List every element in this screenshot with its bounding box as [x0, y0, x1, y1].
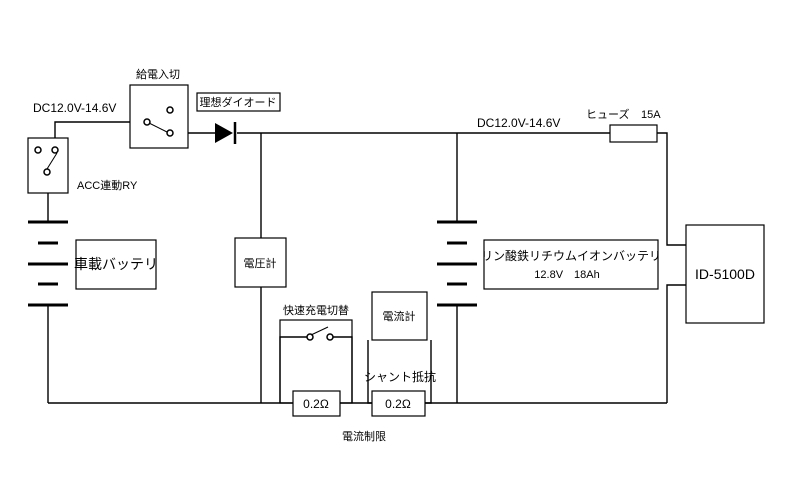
fuse-box	[609, 124, 658, 143]
current-limit-resistor-box	[292, 390, 341, 417]
power-switch-contact-bottom-right	[166, 129, 174, 137]
ideal-diode-label: 理想ダイオード	[200, 95, 277, 109]
ammeter-box	[371, 291, 428, 341]
voltmeter-label: 電圧計	[244, 256, 277, 270]
acc-relay-contact-top-right	[51, 146, 59, 154]
lifepo4-battery-name: リン酸鉄リチウムイオンバッテリ	[481, 248, 661, 263]
load-device-box	[685, 224, 765, 324]
lifepo4-battery-symbol	[437, 220, 477, 307]
car-battery-label: 車載バッテリ	[74, 256, 158, 272]
fast-charge-contact-left	[306, 333, 314, 341]
shunt-resistor-value: 0.2Ω	[385, 397, 411, 411]
power-switch-lever	[148, 122, 168, 133]
acc-relay-contact-top-left	[34, 146, 42, 154]
main-voltage-label: DC12.0V-14.6V	[477, 116, 560, 130]
fast-charge-lever	[310, 326, 329, 336]
lifepo4-label-box	[483, 239, 659, 290]
car-battery-symbol	[28, 220, 68, 307]
fast-charge-switch-label: 快速充電切替	[283, 303, 349, 317]
load-device-label: ID-5100D	[695, 266, 755, 282]
fuse-label: ヒューズ	[586, 107, 629, 121]
power-switch-contact-left	[143, 118, 151, 126]
current-limit-label: 電流制限	[342, 429, 386, 443]
shunt-resistor-box	[371, 390, 426, 417]
acc-relay-lever	[46, 152, 58, 170]
acc-relay-box	[27, 137, 69, 194]
power-switch-contact-top-right	[166, 106, 174, 114]
ammeter-label: 電流計	[383, 309, 416, 323]
diode-triangle	[215, 123, 233, 143]
acc-relay	[27, 137, 69, 194]
fast-charge-contact-right	[326, 333, 334, 341]
ideal-diode-label-box	[196, 92, 281, 112]
current-limit-resistor-value: 0.2Ω	[303, 397, 329, 411]
lifepo4-battery-spec: 12.8V 18Ah	[534, 269, 599, 281]
power-switch-label: 給電入切	[136, 67, 180, 81]
ideal-diode	[196, 92, 281, 144]
wire-relay-to-switch	[54, 121, 130, 138]
wire-fuse-to-load	[657, 132, 686, 246]
wire-ammeter-right	[425, 340, 432, 404]
car-battery-label-box	[75, 239, 157, 290]
fuse-rating-label: 15A	[641, 109, 661, 121]
wire-ammeter-left	[367, 340, 372, 404]
shunt-resistor-label: シャント抵抗	[364, 369, 436, 384]
acc-relay-contact-bottom	[43, 168, 51, 176]
voltmeter-box	[234, 237, 287, 288]
power-switch	[129, 84, 189, 149]
source-voltage-label: DC12.0V-14.6V	[33, 101, 116, 115]
power-switch-box	[129, 84, 189, 149]
wire-load-ground	[666, 284, 686, 403]
acc-relay-label: ACC連動RY	[77, 178, 138, 192]
